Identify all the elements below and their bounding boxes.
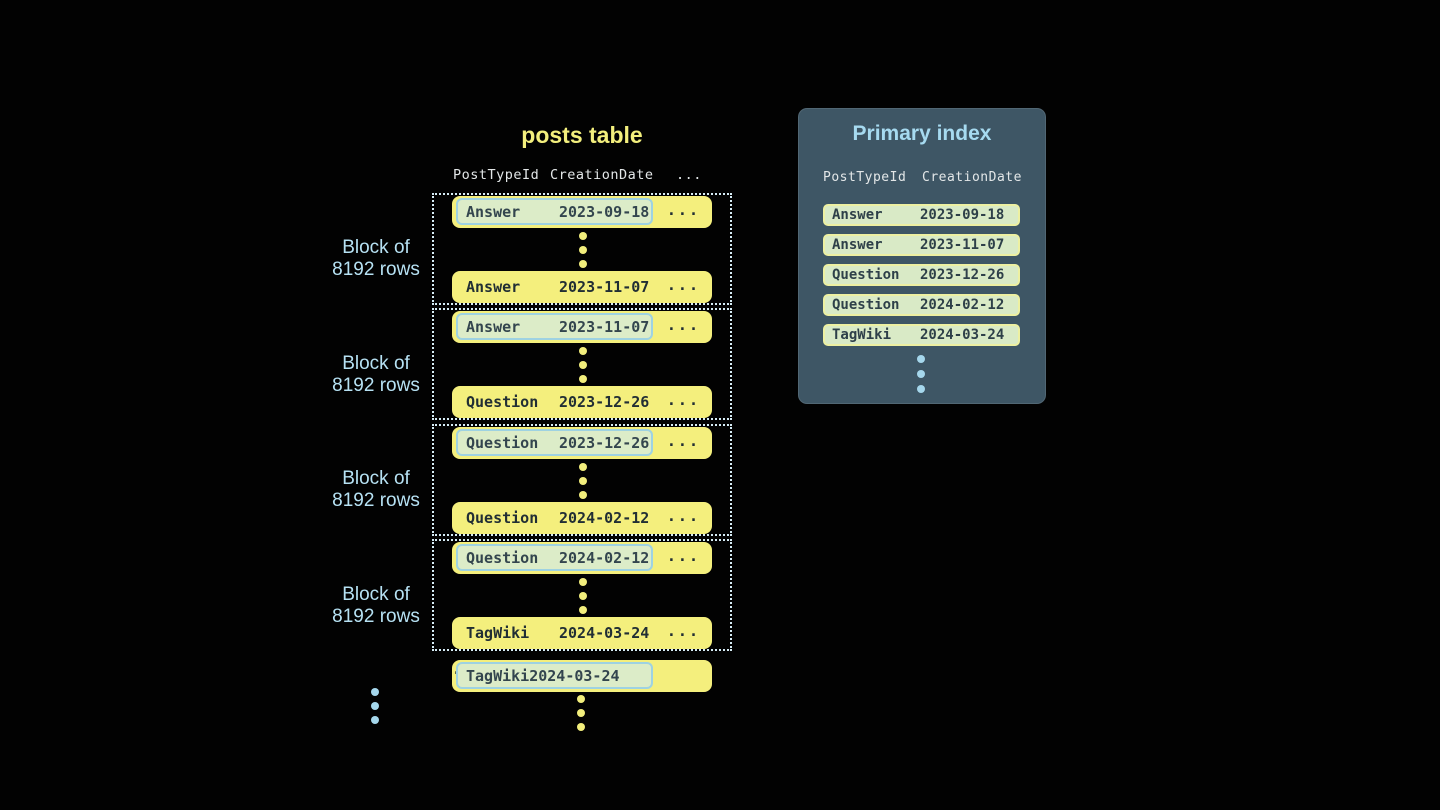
table-row: Question 2023-12-26 ... [452, 386, 712, 418]
cell-creationdate: 2024-02-12 [559, 548, 650, 567]
index-row: Question 2023-12-26 [823, 264, 1020, 286]
cell-posttypeid: Question [466, 393, 539, 411]
primary-index-panel: Primary index PostTypeId CreationDate An… [798, 108, 1046, 404]
block-label-line2: 8192 rows [332, 374, 420, 396]
table-row: Answer 2023-09-18 ... [452, 196, 712, 228]
block-label: Block of 8192 rows [306, 584, 446, 627]
column-header-ellipsis: ... [676, 167, 702, 183]
cell-creationdate: 2023-09-18 [559, 202, 650, 221]
cell-posttypeid: Question [832, 297, 900, 313]
cell-posttypeid: Answer [466, 278, 521, 296]
block-label-line2: 8192 rows [332, 489, 420, 511]
block-label-line2: 8192 rows [332, 258, 420, 280]
cell-creationdate: 2023-12-26 [559, 393, 650, 411]
cell-posttypeid: Answer [832, 207, 883, 223]
block-label-line1: Block of [342, 584, 410, 605]
cell-creationdate: 2024-02-12 [559, 509, 650, 527]
posts-table-title: posts table [521, 122, 643, 148]
row-ellipsis: ... [666, 507, 700, 525]
vertical-dots-icon [579, 578, 587, 614]
column-header-creationdate: CreationDate [550, 167, 654, 183]
row-ellipsis: ... [666, 622, 700, 640]
block-label: Block of 8192 rows [306, 237, 446, 280]
vertical-dots-icon [917, 355, 925, 393]
cell-creationdate: 2024-03-24 [529, 666, 620, 685]
cell-creationdate: 2024-03-24 [559, 624, 650, 642]
table-row: Answer 2023-11-07 ... [452, 271, 712, 303]
row-highlight: Question 2024-02-12 [456, 544, 653, 571]
index-row: Question 2024-02-12 [823, 294, 1020, 316]
vertical-dots-icon [579, 232, 587, 268]
row-ellipsis: ... [666, 391, 700, 409]
cell-posttypeid: Question [832, 267, 900, 283]
row-block-1: Answer 2023-09-18 ... Answer 2023-11-07 … [432, 193, 732, 305]
row-highlight: Answer 2023-09-18 [456, 198, 653, 225]
block-label-line1: Block of [342, 237, 410, 258]
cell-creationdate: 2024-02-12 [920, 297, 1005, 313]
row-ellipsis: ... [666, 547, 700, 565]
index-row: TagWiki 2024-03-24 [823, 324, 1020, 346]
cell-creationdate: 2023-11-07 [559, 317, 650, 336]
cell-posttypeid: Answer [832, 237, 883, 253]
cell-posttypeid: TagWiki [466, 624, 530, 642]
vertical-dots-icon [371, 688, 379, 724]
row-ellipsis: ... [666, 316, 700, 334]
table-row: Question 2024-02-12 ... [452, 502, 712, 534]
index-row: Answer 2023-09-18 [823, 204, 1020, 226]
table-row: Question 2023-12-26 ... [452, 427, 712, 459]
row-ellipsis: ... [666, 276, 700, 294]
cell-creationdate: 2023-11-07 [920, 237, 1005, 253]
block-label: Block of 8192 rows [306, 468, 446, 511]
block-label: Block of 8192 rows [306, 353, 446, 396]
row-block-3: Question 2023-12-26 ... Question 2024-02… [432, 424, 732, 536]
row-highlight: Answer 2023-11-07 [456, 313, 653, 340]
table-row: Answer 2023-11-07 ... [452, 311, 712, 343]
cell-creationdate: 2023-12-26 [920, 267, 1005, 283]
row-block-4: Question 2024-02-12 ... TagWiki 2024-03-… [432, 539, 732, 651]
cell-posttypeid: Question [466, 509, 539, 527]
vertical-dots-icon [579, 347, 587, 383]
block-label-line1: Block of [342, 353, 410, 374]
column-header-posttypeid: PostTypeId [823, 170, 907, 185]
table-row: TagWiki 2024-03-24 ... [452, 660, 712, 692]
table-row: Question 2024-02-12 ... [452, 542, 712, 574]
block-label-line1: Block of [342, 468, 410, 489]
table-row: TagWiki 2024-03-24 ... [452, 617, 712, 649]
column-header-posttypeid: PostTypeId [453, 167, 540, 183]
cell-creationdate: 2024-03-24 [920, 327, 1005, 343]
index-row: Answer 2023-11-07 [823, 234, 1020, 256]
row-ellipsis: ... [666, 432, 700, 450]
primary-index-title: Primary index [852, 122, 992, 145]
vertical-dots-icon [577, 695, 585, 731]
row-ellipsis: ... [666, 201, 700, 219]
row-highlight: Question 2023-12-26 [456, 429, 653, 456]
cell-posttypeid: TagWiki [832, 327, 892, 343]
cell-creationdate: 2023-09-18 [920, 207, 1005, 223]
cell-posttypeid: Answer [466, 202, 521, 221]
cell-creationdate: 2023-12-26 [559, 433, 650, 452]
column-header-creationdate: CreationDate [922, 170, 1022, 185]
cell-posttypeid: Answer [466, 317, 521, 336]
cell-posttypeid: Question [466, 433, 539, 452]
row-block-2: Answer 2023-11-07 ... Question 2023-12-2… [432, 308, 732, 420]
row-highlight: TagWiki 2024-03-24 [456, 662, 653, 689]
cell-posttypeid: Question [466, 548, 539, 567]
vertical-dots-icon [579, 463, 587, 499]
block-label-line2: 8192 rows [332, 605, 420, 627]
cell-creationdate: 2023-11-07 [559, 278, 650, 296]
cell-posttypeid: TagWiki [466, 666, 530, 685]
